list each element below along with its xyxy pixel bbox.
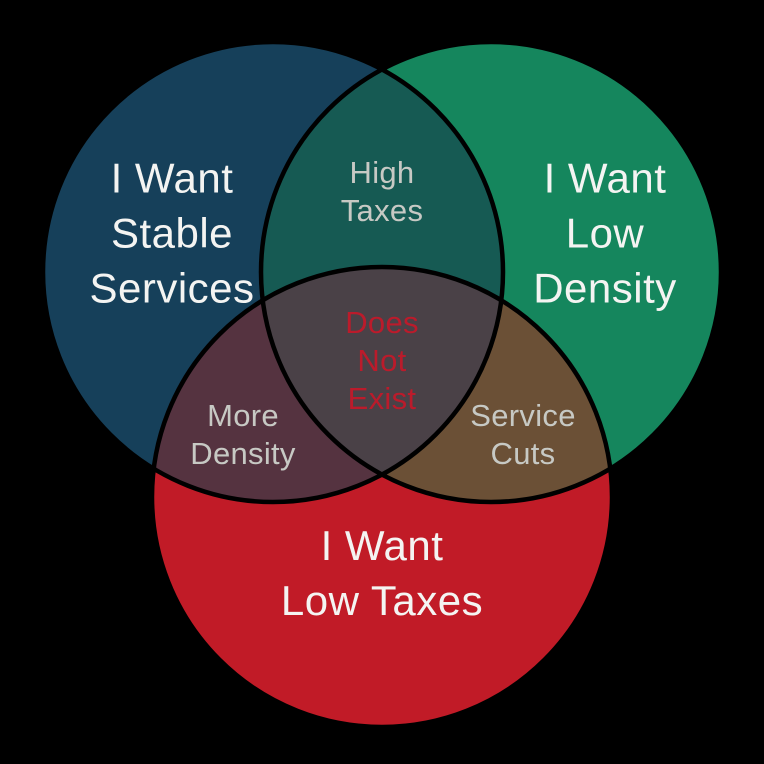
stable-services-circle-outline bbox=[40, 39, 506, 505]
low-density-circle-outline bbox=[258, 39, 724, 505]
low-taxes-circle-outline bbox=[149, 264, 615, 730]
